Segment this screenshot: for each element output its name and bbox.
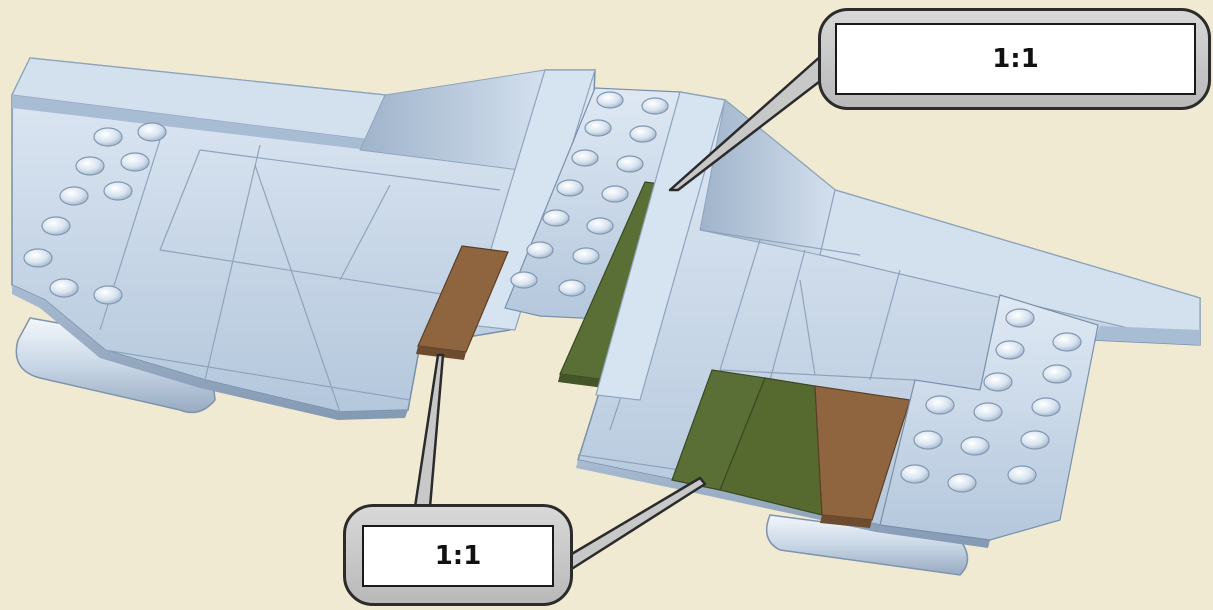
callout-bottom-pointer-upper: [415, 355, 443, 507]
ratio-label-top: 1:1: [835, 23, 1196, 95]
callout-bottom-pointer-lower: [570, 478, 705, 570]
ratio-label-bottom: 1:1: [362, 525, 554, 587]
right-wing-plate: [576, 92, 1200, 548]
ratio-callout-bottom: 1:1: [343, 504, 573, 606]
ratio-callout-top: 1:1: [818, 8, 1211, 110]
